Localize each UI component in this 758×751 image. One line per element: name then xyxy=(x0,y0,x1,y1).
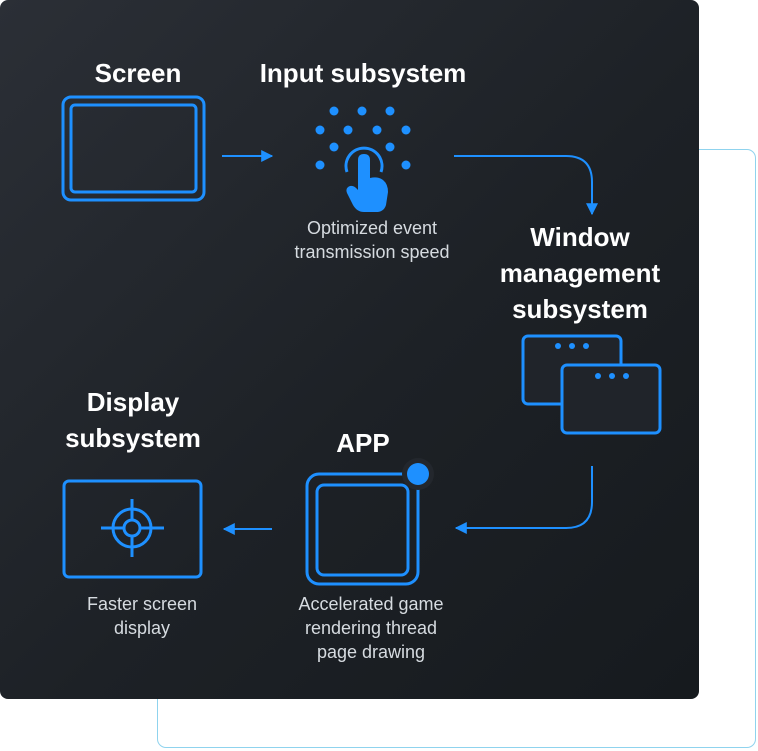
window-management-title: Window management subsystem xyxy=(499,222,661,324)
display-subsystem-title: Display subsystem xyxy=(65,387,201,453)
arrow-input-to-window xyxy=(454,155,598,216)
monitor-icon xyxy=(61,95,206,202)
crosshair-screen-icon xyxy=(62,479,203,579)
app-title: APP xyxy=(336,428,390,458)
app-caption: Accelerated game rendering thread page d… xyxy=(298,594,444,662)
input-subsystem-caption: Optimized event transmission speed xyxy=(294,218,450,262)
stacked-windows-icon xyxy=(521,334,662,435)
screen-title: Screen xyxy=(94,58,182,88)
arrow-window-to-app xyxy=(454,466,593,534)
display-subsystem-caption: Faster screen display xyxy=(86,594,198,638)
input-subsystem-title: Input subsystem xyxy=(259,58,467,88)
touch-tap-icon xyxy=(315,106,411,212)
app-badge-icon xyxy=(305,458,434,586)
